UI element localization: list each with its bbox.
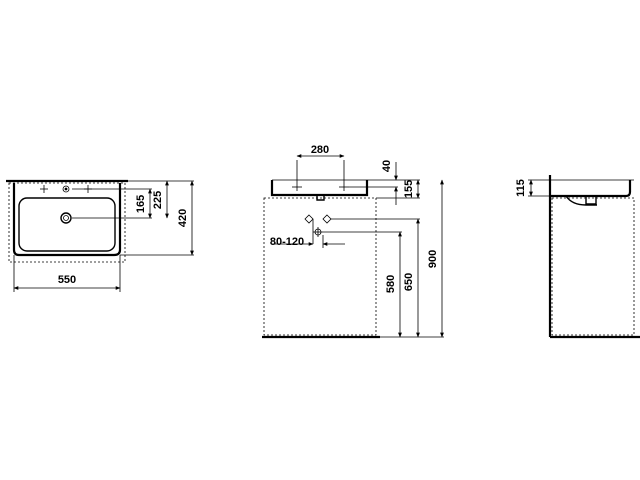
side-view-bowl-curve [565, 195, 597, 206]
dim-165-label: 165 [135, 195, 147, 213]
dim-155-label: 155 [403, 180, 415, 198]
dim-420-label: 420 [177, 209, 189, 227]
supply-point-right-icon [322, 214, 332, 224]
drain-inner-icon [63, 215, 69, 221]
front-view-drain [316, 195, 325, 201]
tap-hole-center-icon [64, 187, 68, 191]
tap-hole-icon [62, 185, 70, 193]
dim-80-120-label: 80-120 [270, 236, 304, 248]
front-view: 280 40 155 80-120 580 650 900 [262, 144, 444, 339]
dim-40-label: 40 [381, 160, 393, 172]
top-view: 165 225 420 550 [6, 179, 194, 292]
supply-point-left-icon [304, 214, 314, 224]
front-view-cabinet-outline [263, 197, 377, 336]
dim-650-label: 650 [403, 273, 415, 291]
dim-900-label: 900 [427, 250, 439, 268]
top-view-basin-outline [12, 183, 122, 257]
side-view-basin [550, 180, 632, 198]
side-view-drain [585, 196, 597, 205]
front-view-basin [270, 180, 369, 197]
side-view-cabinet-outline [551, 197, 635, 336]
drain-icon [60, 212, 72, 224]
dim-280-label: 280 [311, 144, 329, 156]
top-view-cabinet-outline [8, 182, 126, 263]
dim-225-label: 225 [152, 191, 164, 209]
dim-550-label: 550 [58, 274, 76, 286]
dim-115-label: 115 [515, 179, 527, 197]
dim-580-label: 580 [385, 275, 397, 293]
side-view: 115 [515, 175, 640, 339]
top-view-bowl [18, 197, 116, 252]
